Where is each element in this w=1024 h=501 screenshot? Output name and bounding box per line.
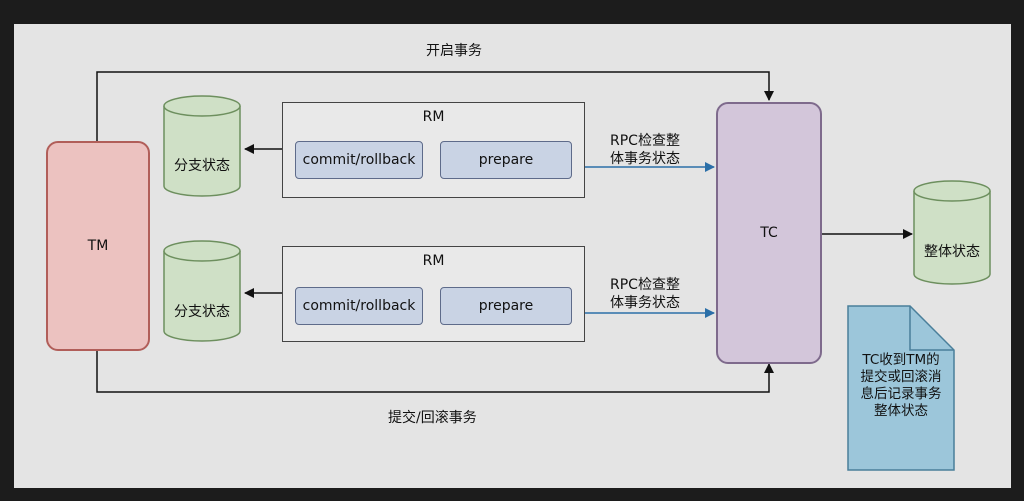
rpc-label-1: RPC检查整 体事务状态: [610, 132, 680, 168]
rm-group-2: RM commit/rollback prepare: [282, 246, 585, 342]
prepare-label-1: prepare: [478, 152, 534, 168]
rpc-label-2-line1: RPC检查整: [610, 277, 680, 293]
tc-note-line4: 整体状态: [874, 403, 928, 419]
rpc-label-2-line2: 体事务状态: [610, 295, 680, 311]
tc-note-line1: TC收到TM的: [862, 352, 940, 368]
rpc-label-1-line2: 体事务状态: [610, 151, 680, 167]
tc-note-line2: 提交或回滚消: [860, 369, 942, 385]
prepare-box-1: prepare: [440, 141, 572, 179]
tm-label: TM: [87, 238, 109, 254]
global-status-cylinder: [913, 180, 991, 285]
prepare-box-2: prepare: [440, 287, 572, 325]
commit-rollback-box-1: commit/rollback: [295, 141, 423, 179]
diagram-canvas: 开启事务 提交/回滚事务 TM TC 分支状态 分支状态 整体状态 RM com…: [14, 24, 1011, 488]
start-transaction-label: 开启事务: [426, 43, 482, 59]
rpc-label-1-line1: RPC检查整: [610, 133, 680, 149]
commit-rollback-label: 提交/回滚事务: [388, 410, 477, 426]
commit-rollback-label-1: commit/rollback: [302, 152, 416, 168]
branch-status-label-1: 分支状态: [174, 158, 230, 174]
branch-status-cylinder-2: [163, 240, 241, 342]
start-transaction-connector: [96, 71, 774, 141]
tc-node: TC: [716, 102, 822, 364]
rm-group-1: RM commit/rollback prepare: [282, 102, 585, 198]
diagram-connectors: [96, 71, 991, 471]
tc-label: TC: [760, 225, 778, 241]
branch-status-cylinder-1: [163, 95, 241, 197]
rpc-label-2: RPC检查整 体事务状态: [610, 276, 680, 312]
commit-rollback-connector: [96, 351, 774, 393]
commit-rollback-box-2: commit/rollback: [295, 287, 423, 325]
tc-note-shape: [847, 305, 955, 471]
rm-title-1: RM: [422, 109, 445, 125]
prepare-label-2: prepare: [478, 298, 534, 314]
tc-note-line3: 息后记录事务: [860, 386, 942, 402]
tc-note-text: TC收到TM的 提交或回滚消 息后记录事务 整体状态: [848, 352, 954, 420]
branch-status-label-2: 分支状态: [174, 304, 230, 320]
global-status-label: 整体状态: [924, 244, 980, 260]
tm-node: TM: [46, 141, 150, 351]
rm-title-2: RM: [422, 253, 445, 269]
commit-rollback-label-2: commit/rollback: [302, 298, 416, 314]
